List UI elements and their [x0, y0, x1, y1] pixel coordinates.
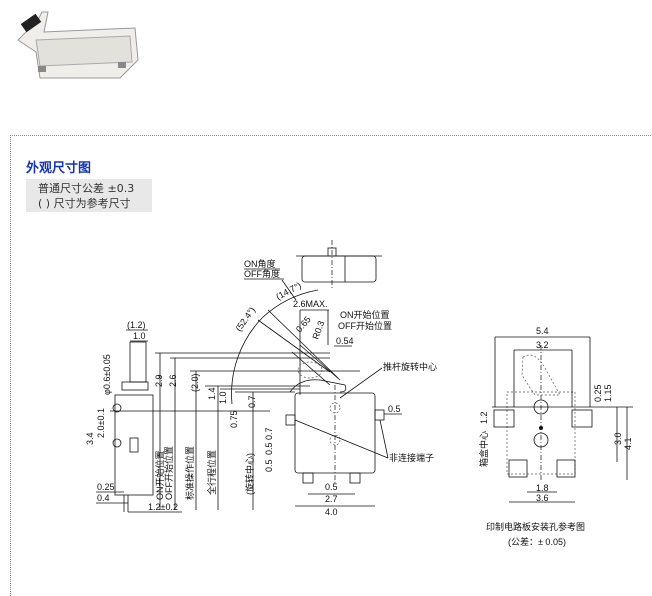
- section-title: 外观尺寸图: [26, 161, 92, 176]
- dim-2-6: 2.6: [168, 374, 178, 387]
- pcb-center-label: 箱盒中心: [478, 431, 489, 467]
- lever: [289, 310, 347, 395]
- nonconnect-label: 非连接端子: [389, 452, 434, 463]
- pcb-layout: [492, 336, 633, 503]
- dim-0-5-right: 0.5: [388, 404, 401, 414]
- dim-0-65: 0.65: [294, 314, 313, 334]
- switch-body: [285, 385, 385, 485]
- off-angle-label: OFF角度: [244, 268, 280, 279]
- pcb-dim-1-15: 1.15: [603, 384, 613, 402]
- dim-r0-3: R0.3: [310, 319, 326, 340]
- on-start-label: ON开始位置: [340, 309, 390, 320]
- dimension-drawing: ON角度 OFF角度 (14.7°) (52.4°) 2.6MAX. 0.65 …: [85, 240, 633, 547]
- pos-rotation-center: (旋转中心): [244, 453, 255, 495]
- pcb-caption: 印制电路板安装孔参考图: [486, 521, 585, 532]
- pos-off-start: OFF开始位置: [163, 446, 174, 500]
- dim-0-54: 0.54: [336, 336, 354, 346]
- product-photo: [17, 11, 139, 79]
- dim-phi-0-6: φ0.6±0.05: [102, 354, 112, 395]
- dim-1-2-ref: (1.2): [127, 320, 146, 330]
- dim-3-4: 3.4: [85, 432, 95, 445]
- datasheet-page: 外观尺寸图 普通尺寸公差 ±0.3 ( ) 尺寸为参考尺寸 ON角度 OFF角度…: [10, 11, 652, 596]
- pcb-dim-5-4: 5.4: [536, 326, 549, 336]
- dim-1-4: 1.4: [207, 387, 217, 400]
- note-line: ( ) 尺寸为参考尺寸: [38, 197, 131, 210]
- dim-2-0-tol: 2.0±0.1: [96, 408, 106, 438]
- drawing-frame: [10, 135, 652, 596]
- side-view: [112, 341, 154, 512]
- pcb-dim-3-6: 3.6: [536, 493, 549, 503]
- pcb-tolerance: (公差：± 0.05): [508, 536, 566, 547]
- reference-lines: [110, 352, 360, 510]
- dim-2-0: (2.0): [190, 373, 200, 392]
- dim-0-75: 0.75: [229, 410, 239, 428]
- dim-0-5-body-a: 0.5: [264, 442, 274, 455]
- note-line: 普通尺寸公差 ±0.3: [38, 182, 135, 195]
- pcb-dim-4-1: 4.1: [623, 437, 633, 450]
- pcb-dim-3-2: 3.2: [536, 340, 549, 350]
- dim-2-9: 2.9: [154, 374, 164, 387]
- pcb-dim-0-25: 0.25: [593, 384, 603, 402]
- pivot-label: 推杆旋转中心: [383, 361, 437, 372]
- dim-1-2-tol: 1.2±0.2: [148, 502, 178, 512]
- dim-0-7: 0.7: [247, 395, 257, 408]
- top-view: [296, 240, 382, 290]
- pcb-dim-3-0: 3.0: [613, 432, 623, 445]
- dim-1-0: 1.0: [218, 391, 228, 404]
- pos-on-start: ON开始位置: [154, 450, 165, 500]
- pcb-dim-1-8: 1.8: [536, 483, 549, 493]
- dim-2-7: 2.7: [325, 494, 338, 504]
- pos-standard: 标准操作位置: [184, 446, 195, 500]
- dim-0-25: 0.25: [97, 482, 115, 492]
- dim-2-6max: 2.6MAX.: [293, 299, 328, 309]
- dim-4-0: 4.0: [325, 507, 338, 517]
- off-start-label: OFF开始位置: [338, 320, 392, 331]
- tolerance-note: 普通尺寸公差 ±0.3 ( ) 尺寸为参考尺寸: [26, 179, 152, 212]
- pcb-center-dim: 1.2: [479, 411, 489, 424]
- dim-0-5-bottom: 0.5: [325, 482, 338, 492]
- dim-0-7-body: 0.7: [264, 427, 274, 440]
- angle-52-4: (52.4°): [233, 305, 257, 333]
- dim-0-5-body-b: 0.5: [264, 459, 274, 472]
- on-angle-label: ON角度: [244, 258, 276, 269]
- dim-0-4: 0.4: [97, 493, 110, 503]
- dim-1-0-side: 1.0: [133, 331, 146, 341]
- pos-full-travel: 全行程位置: [206, 450, 217, 495]
